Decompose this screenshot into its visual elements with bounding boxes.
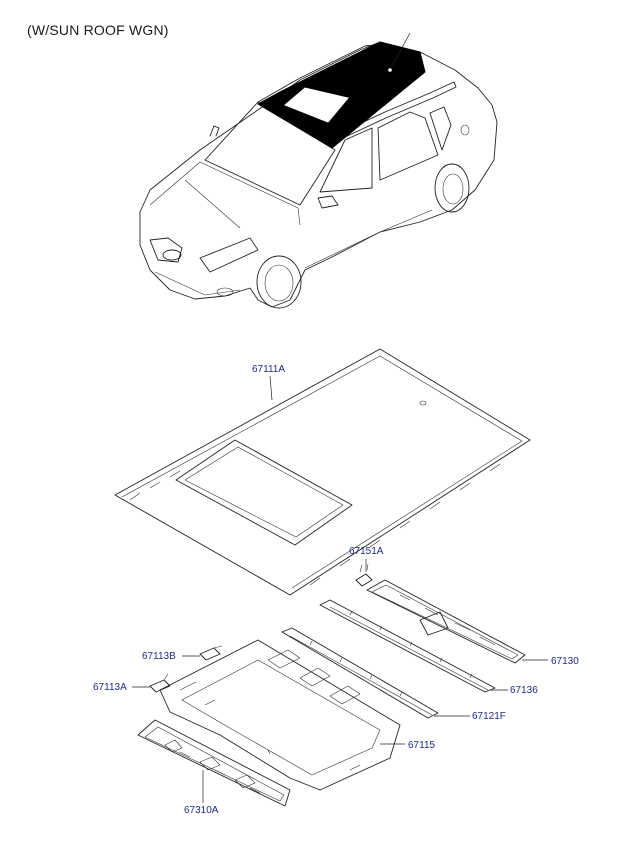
roof-panel-67111a <box>114 348 531 596</box>
sunroof-glass <box>256 41 426 149</box>
bracket-67113a <box>132 673 171 693</box>
rail-67121f <box>281 627 470 719</box>
callout-67310a: 67310A <box>184 805 219 816</box>
bracket-67151a <box>355 559 373 587</box>
callout-67121f: 67121F <box>472 711 506 722</box>
sunroof-opening <box>284 87 349 123</box>
callout-67136: 67136 <box>510 685 538 696</box>
car-illustration <box>139 32 498 309</box>
rail-67136 <box>319 599 508 693</box>
callout-67113b: 67113B <box>142 651 176 662</box>
diagram-title: (W/SUN ROOF WGN) <box>27 22 169 38</box>
sunroof-frame-67115 <box>159 639 405 791</box>
callout-67130: 67130 <box>551 656 579 667</box>
bracket-67113b <box>182 645 223 661</box>
callout-67151a: 67151A <box>349 546 384 557</box>
front-header-67310a <box>137 719 291 807</box>
callout-67115: 67115 <box>408 740 436 751</box>
rear-rail-67130 <box>366 579 548 664</box>
callout-67113a: 67113A <box>93 682 127 693</box>
callout-67111a: 67111A <box>252 364 285 375</box>
